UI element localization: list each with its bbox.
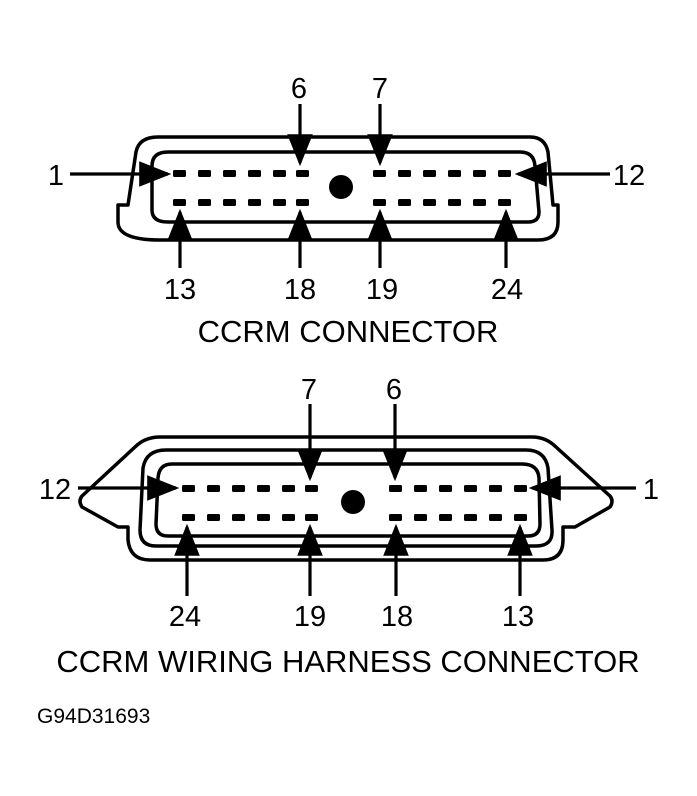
pin-slot [473,170,486,177]
pin-slot [448,199,461,206]
harness-connector-outer-shell [78,435,614,562]
pin-slot [296,170,309,177]
pin-slot [305,514,318,521]
pin-slot [389,485,402,492]
pin-slot [173,199,186,206]
harness-top-pin-row [182,485,527,492]
pin-slot [514,485,527,492]
pin-slot [257,514,270,521]
pin-slot [398,199,411,206]
pin-slot [207,485,220,492]
harness-polarizing-key [341,490,365,514]
pin-slot [464,514,477,521]
pin-slot [273,199,286,206]
pin-slot [423,170,436,177]
ccrm-connector-outer-shell [116,135,560,242]
pin-slot [173,170,186,177]
pin-slot [373,170,386,177]
pin-slot [389,514,402,521]
pin-slot [182,514,195,521]
ccrm-connector: 1 6 7 12 13 18 19 24 CCRM CONNECTOR [48,73,645,349]
pin-label-1: 1 [48,160,64,192]
pin-slot [198,199,211,206]
ccrm-bottom-pin-row [173,199,511,206]
pin-slot [282,485,295,492]
pin-label-13: 13 [502,601,534,633]
pin-label-1: 1 [643,474,659,506]
pin-slot [498,199,511,206]
harness-connector: 12 7 6 1 24 19 18 13 CCRM WIRING HARNESS… [39,374,659,679]
pin-label-12: 12 [39,474,71,506]
pin-slot [232,485,245,492]
pin-slot [498,170,511,177]
pin-slot [414,485,427,492]
pin-slot [257,485,270,492]
pin-slot [223,170,236,177]
pin-slot [514,514,527,521]
pin-label-6: 6 [291,73,307,105]
ccrm-polarizing-key [329,175,353,199]
pin-slot [448,170,461,177]
pin-slot [489,514,502,521]
harness-connector-title: CCRM WIRING HARNESS CONNECTOR [56,644,639,679]
pin-label-24: 24 [169,601,201,633]
ccrm-connector-title: CCRM CONNECTOR [198,314,499,349]
pin-slot [464,485,477,492]
harness-bottom-pin-row [182,514,527,521]
pin-slot [282,514,295,521]
pin-label-13: 13 [164,274,196,306]
pin-slot [273,170,286,177]
pin-slot [223,199,236,206]
pin-slot [489,485,502,492]
pin-slot [439,485,452,492]
pin-label-7: 7 [372,73,388,105]
pin-label-6: 6 [386,374,402,406]
pin-label-7: 7 [301,374,317,406]
pin-slot [296,199,309,206]
pin-slot [182,485,195,492]
pin-slot [305,485,318,492]
ccrm-top-pin-row [173,170,511,177]
harness-connector-middle-shell [138,448,554,548]
pin-slot [373,199,386,206]
pin-slot [423,199,436,206]
pin-slot [414,514,427,521]
figure-code: G94D31693 [37,705,150,728]
pin-slot [248,199,261,206]
pin-slot [248,170,261,177]
pin-label-18: 18 [381,601,413,633]
pin-label-19: 19 [366,274,398,306]
pin-slot [207,514,220,521]
pin-label-18: 18 [284,274,316,306]
pin-label-24: 24 [491,274,523,306]
pin-slot [398,170,411,177]
pin-slot [198,170,211,177]
ccrm-connector-inner-shell [150,150,541,224]
pin-label-12: 12 [613,160,645,192]
pin-label-19: 19 [294,601,326,633]
pin-slot [439,514,452,521]
pin-slot [473,199,486,206]
pin-slot [232,514,245,521]
